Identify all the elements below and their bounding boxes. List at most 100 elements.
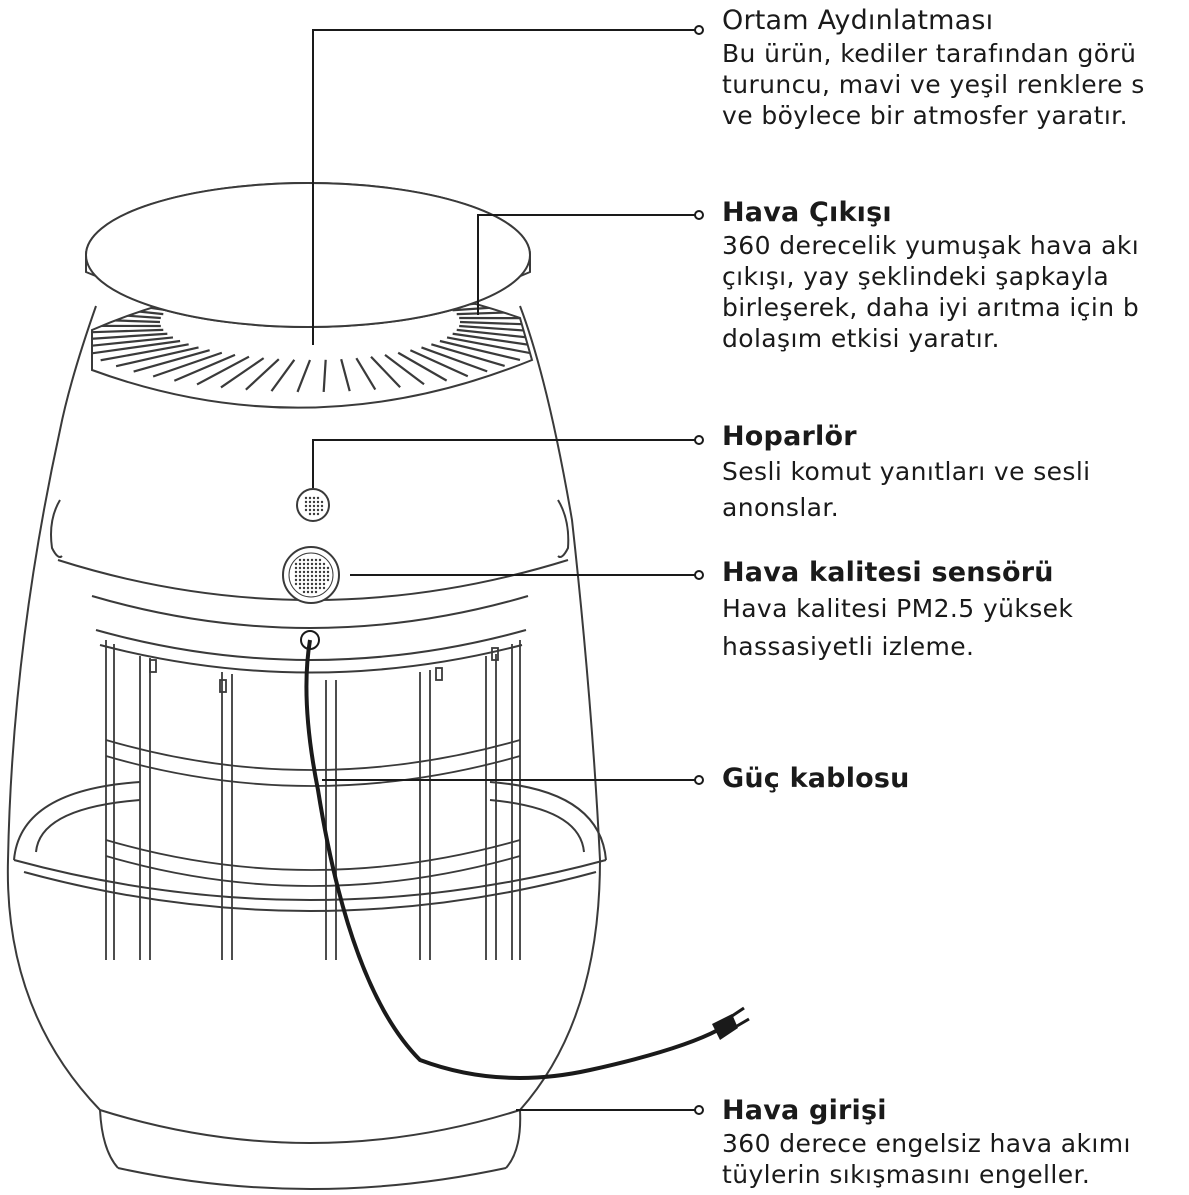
grill-hole [306, 574, 310, 578]
power-cable [304, 639, 750, 1080]
grill-hole [298, 582, 302, 586]
grill-hole [298, 558, 302, 562]
vent-slat [370, 355, 401, 389]
grill-hole [298, 574, 302, 578]
grill-hole [314, 582, 318, 586]
grill-hole [294, 582, 298, 586]
grill-hole [310, 566, 314, 570]
leader-end-speaker [694, 435, 704, 445]
vent-slat [270, 359, 296, 392]
grill-hole [304, 504, 308, 508]
grill-hole [306, 590, 310, 594]
lid [85, 182, 531, 328]
grill-hole [326, 578, 330, 582]
callout-air-inlet: Hava girişi 360 derece engelsiz hava akı… [722, 1094, 1131, 1190]
vent-slat [459, 320, 532, 327]
grill-hole [304, 508, 308, 512]
grill-hole [298, 578, 302, 582]
grill-hole [308, 512, 312, 516]
plug-icon [712, 1006, 750, 1040]
grill-hole [318, 570, 322, 574]
grill-hole [302, 562, 306, 566]
grill-hole [314, 570, 318, 574]
vent-slat [446, 336, 532, 355]
callout-desc: Hava kalitesi PM2.5 yüksek hassasiyetli … [722, 594, 1074, 661]
grill-hole [310, 586, 314, 590]
grill-hole [318, 574, 322, 578]
grill-hole [326, 574, 330, 578]
leader-end-power-cable [694, 775, 704, 785]
callout-title: Hoparlör [722, 421, 857, 452]
grill-hole [312, 496, 316, 500]
vent-slat [152, 351, 223, 378]
grill-hole [318, 562, 322, 566]
grill-hole [322, 566, 326, 570]
vent-slat [173, 353, 236, 382]
vent-slat [296, 359, 312, 393]
callout-title: Hava girişi [722, 1095, 887, 1126]
vent-slat [92, 336, 174, 349]
grill-hole [306, 578, 310, 582]
callout-title: Hava kalitesi sensörü [722, 557, 1054, 588]
leader-speaker [312, 439, 695, 488]
vent-slat [196, 355, 250, 386]
grill-hole [294, 570, 298, 574]
grill-hole [326, 570, 330, 574]
grill-hole [316, 504, 320, 508]
grill-hole [294, 578, 298, 582]
grill-hole [322, 562, 326, 566]
vent-slat [456, 328, 532, 342]
vent-slat [245, 358, 280, 391]
grill-hole [310, 558, 314, 562]
grill-hole [316, 500, 320, 504]
leader-ambient-light [312, 29, 695, 345]
leader-end-air-outlet [694, 210, 704, 220]
grill-hole [306, 566, 310, 570]
grill-hole [312, 504, 316, 508]
grill-hole [306, 582, 310, 586]
grill-hole [318, 566, 322, 570]
grill-hole [312, 512, 316, 516]
lower-bowl [13, 781, 607, 912]
grill-hole [298, 566, 302, 570]
grill-hole [314, 574, 318, 578]
grill-hole [294, 574, 298, 578]
grill-hole [308, 496, 312, 500]
vent-slat [92, 328, 164, 335]
vent-slat [384, 354, 425, 386]
grill-hole [306, 558, 310, 562]
vent-slat [355, 357, 377, 391]
grill-hole [318, 586, 322, 590]
vent-slat [92, 332, 168, 342]
grill-hole [294, 566, 298, 570]
grill-hole [302, 590, 306, 594]
grill-hole [320, 504, 324, 508]
grill-hole [314, 586, 318, 590]
grill-hole [314, 590, 318, 594]
callout-power-cable: Güç kablosu [722, 762, 910, 796]
grill-hole [302, 586, 306, 590]
callout-desc: Bu ürün, kediler tarafından görü turuncu… [722, 39, 1145, 130]
vent-slat [439, 339, 521, 362]
vent-slat [397, 351, 448, 382]
grill-hole [302, 578, 306, 582]
grill-hole [316, 496, 320, 500]
grill-hole [322, 582, 326, 586]
grill-hole [308, 504, 312, 508]
leader-air-outlet [477, 214, 695, 315]
grill-hole [298, 586, 302, 590]
leader-end-air-quality-sensor [694, 570, 704, 580]
filter-cage [105, 640, 521, 960]
grill-hole [320, 508, 324, 512]
sensor-grill [282, 546, 340, 604]
grill-hole [320, 500, 324, 504]
grill-hole [318, 558, 322, 562]
grill-hole [302, 558, 306, 562]
grill-hole [326, 566, 330, 570]
grill-hole [298, 562, 302, 566]
callout-desc: Sesli komut yanıtları ve sesli anonslar. [722, 457, 1091, 522]
grill-hole [310, 562, 314, 566]
grill-hole [302, 566, 306, 570]
grill-hole [298, 570, 302, 574]
